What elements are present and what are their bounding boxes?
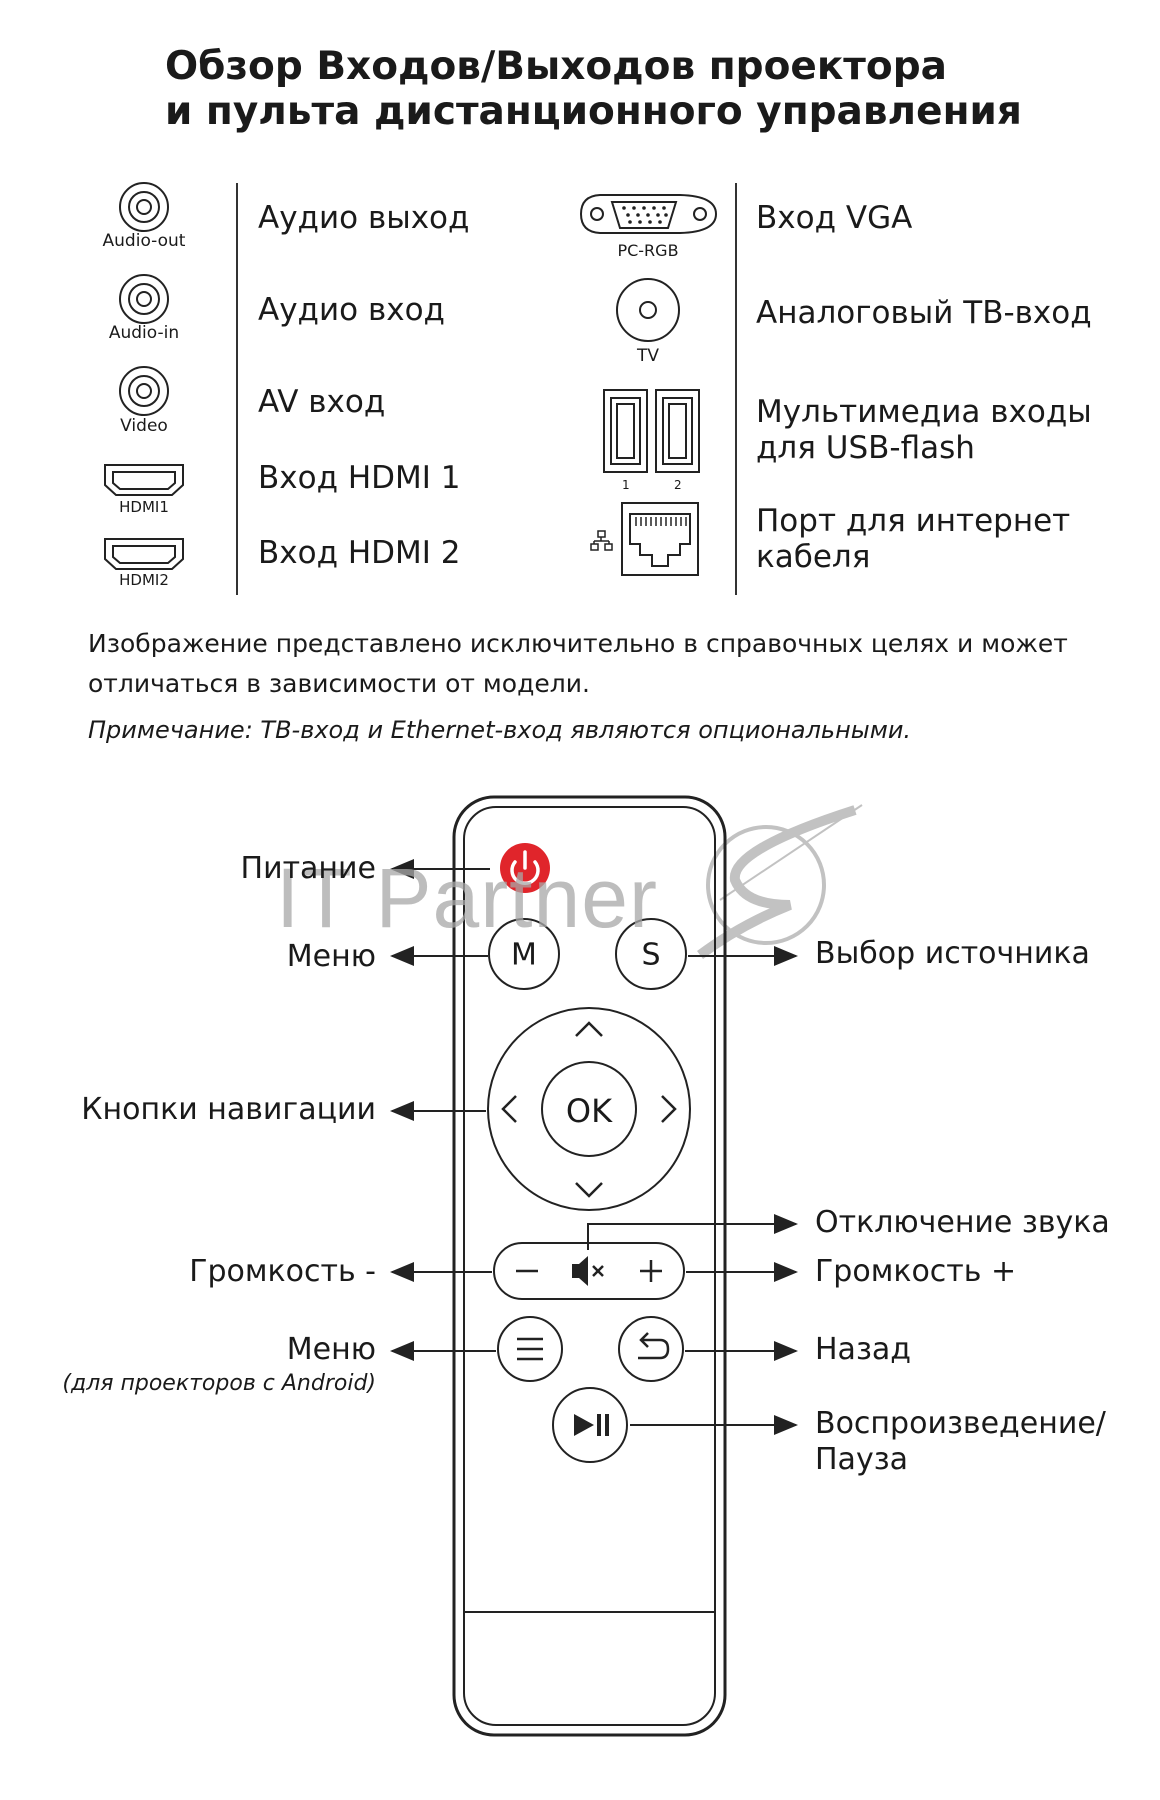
label-navigation: Кнопки навигации bbox=[81, 1092, 376, 1127]
caption-usb-2: 2 bbox=[674, 478, 682, 492]
menu-button-label: M bbox=[511, 937, 537, 973]
label-menu: Меню bbox=[286, 939, 376, 974]
optional-note: Примечание: ТВ-вход и Ethernet-вход явля… bbox=[88, 716, 912, 744]
mute-icon bbox=[572, 1256, 604, 1286]
label-ethernet-2: кабеля bbox=[756, 539, 871, 575]
ethernet-port-icon bbox=[621, 502, 699, 576]
title-line-1: Обзор Входов/Выходов проектора bbox=[165, 44, 947, 89]
caption-audio-out: Audio-out bbox=[102, 231, 186, 251]
label-source: Выбор источника bbox=[815, 936, 1090, 971]
chevron-left-icon bbox=[501, 1095, 517, 1123]
caption-audio-in: Audio-in bbox=[108, 323, 180, 343]
rca-jack-icon bbox=[119, 366, 169, 416]
source-button-label: S bbox=[641, 937, 661, 973]
caption-hdmi2: HDMI2 bbox=[119, 571, 169, 589]
chevron-right-icon bbox=[661, 1095, 677, 1123]
title-line-2: и пульта дистанционного управления bbox=[165, 89, 1022, 134]
caption-pc-rgb: PC-RGB bbox=[617, 241, 679, 260]
play-pause-icon bbox=[574, 1414, 609, 1436]
caption-hdmi1: HDMI1 bbox=[119, 498, 169, 516]
ok-button[interactable] bbox=[541, 1061, 637, 1157]
page-title: Обзор Входов/Выходов проектора и пульта … bbox=[165, 44, 1022, 134]
right-divider bbox=[735, 183, 737, 595]
label-tv-in: Аналоговый ТВ-вход bbox=[756, 295, 1092, 331]
label-vol-down: Громкость - bbox=[189, 1254, 376, 1289]
caption-usb-1: 1 bbox=[622, 478, 630, 492]
left-divider bbox=[236, 183, 238, 595]
label-play-pause-1: Воспроизведение/ bbox=[815, 1406, 1106, 1441]
ok-button-label: OK bbox=[565, 1092, 613, 1130]
label-ethernet-1: Порт для интернет bbox=[756, 503, 1071, 539]
label-back: Назад bbox=[815, 1332, 912, 1367]
power-button[interactable] bbox=[500, 843, 550, 893]
label-audio-out: Аудио выход bbox=[258, 200, 470, 236]
watermark-text: IT Partner bbox=[276, 851, 658, 945]
label-play-pause-2: Пауза bbox=[815, 1442, 909, 1477]
caption-video: Video bbox=[120, 416, 168, 436]
label-hdmi1: Вход HDMI 1 bbox=[258, 460, 461, 496]
label-android-menu-sub: (для проекторов с Android) bbox=[62, 1371, 376, 1396]
label-vol-up: Громкость + bbox=[815, 1254, 1017, 1289]
back-arrow-icon bbox=[638, 1332, 670, 1360]
vga-port-icon bbox=[579, 194, 718, 234]
label-usb-1: Мультимедиа входы bbox=[756, 394, 1092, 430]
hdmi-port-icon bbox=[104, 464, 184, 496]
label-android-menu: Меню bbox=[286, 1332, 376, 1367]
navigation-pad[interactable] bbox=[487, 1007, 691, 1211]
label-audio-in: Аудио вход bbox=[258, 292, 445, 328]
disclaimer-text: Изображение представлено исключительно в… bbox=[88, 629, 1068, 698]
watermark-logo bbox=[697, 804, 863, 960]
play-pause-button[interactable] bbox=[552, 1387, 628, 1463]
label-hdmi2: Вход HDMI 2 bbox=[258, 535, 461, 571]
arrow-mute bbox=[587, 1214, 798, 1250]
chevron-up-icon bbox=[575, 1021, 603, 1037]
label-av-in: AV вход bbox=[258, 384, 386, 420]
usb-ports-icon bbox=[603, 389, 700, 473]
menu-button[interactable] bbox=[488, 918, 560, 990]
back-button[interactable] bbox=[618, 1316, 684, 1382]
source-button[interactable] bbox=[615, 918, 687, 990]
plus-icon bbox=[640, 1260, 662, 1282]
label-mute: Отключение звука bbox=[815, 1205, 1110, 1240]
chevron-down-icon bbox=[575, 1182, 603, 1198]
label-usb-2: для USB-flash bbox=[756, 430, 975, 466]
label-vga: Вход VGA bbox=[756, 200, 913, 236]
hdmi-port-icon bbox=[104, 538, 184, 570]
label-power: Питание bbox=[240, 851, 376, 886]
hamburger-icon bbox=[517, 1337, 543, 1361]
network-icon bbox=[590, 530, 613, 551]
rca-jack-icon bbox=[119, 274, 169, 324]
tv-antenna-jack-icon bbox=[616, 278, 680, 342]
rca-jack-icon bbox=[119, 182, 169, 232]
caption-tv: TV bbox=[636, 346, 660, 366]
android-menu-button[interactable] bbox=[497, 1316, 563, 1382]
remote-body bbox=[452, 795, 727, 1737]
